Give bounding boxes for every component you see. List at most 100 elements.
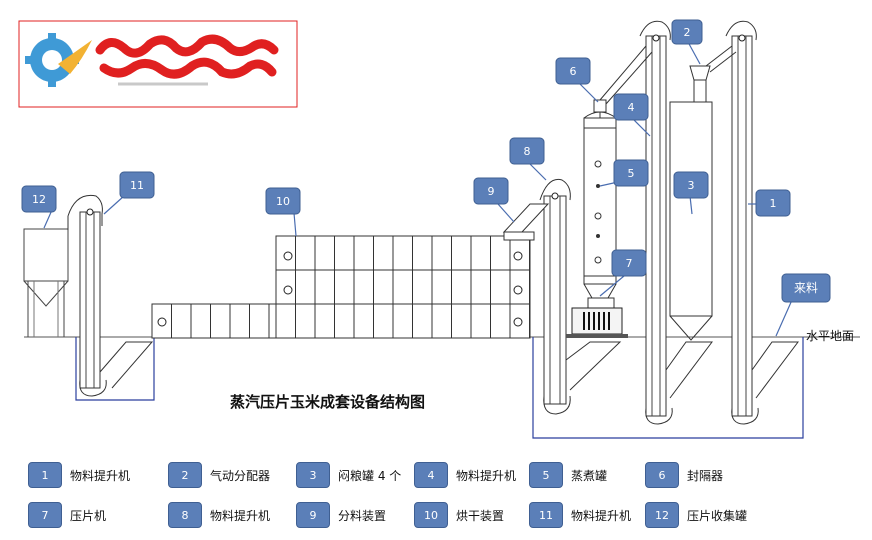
legend-number-badge: 9 xyxy=(296,502,330,528)
callout-badges: 12 11 10 9 8 6 5 7 4 2 3 1 来料 xyxy=(21,19,831,303)
dryer-cell xyxy=(334,303,355,339)
callout-9: 9 xyxy=(488,185,495,198)
dryer-cell xyxy=(392,269,413,305)
dryer-roller xyxy=(513,251,523,261)
callout-leaders xyxy=(43,41,793,337)
elevator-1 xyxy=(705,20,799,425)
callout-3: 3 xyxy=(688,179,695,192)
dryer-cell xyxy=(353,235,374,271)
legend-label: 物料提升机 xyxy=(70,468,131,483)
dryer-cell xyxy=(229,303,250,339)
dryer-cell xyxy=(295,269,316,305)
flake-collection-tank xyxy=(23,228,69,337)
logo-wordmark-graphic xyxy=(95,34,279,86)
legend-number-badge: 1 xyxy=(28,462,62,488)
callout-incoming: 来料 xyxy=(794,281,818,295)
dryer-cell xyxy=(451,269,472,305)
legend-label: 烘干装置 xyxy=(456,508,505,523)
elevator-8 xyxy=(539,178,622,415)
legend-label: 气动分配器 xyxy=(210,468,271,483)
dryer-cell xyxy=(314,235,335,271)
dryer-cell xyxy=(470,303,491,339)
dryer-cell xyxy=(490,303,511,339)
callout-8: 8 xyxy=(524,145,531,158)
dryer-cell xyxy=(431,235,452,271)
dryer-roller xyxy=(157,317,167,327)
legend-label: 物料提升机 xyxy=(210,508,271,523)
callout-5: 5 xyxy=(628,167,635,180)
dryer-cell xyxy=(353,303,374,339)
ground-label: 水平地面 xyxy=(806,329,854,343)
gear-flame-logo-icon xyxy=(25,33,92,87)
legend-number-badge: 2 xyxy=(168,462,202,488)
callout-2: 2 xyxy=(684,26,691,39)
dryer-cell xyxy=(451,235,472,271)
right-pit-outline xyxy=(532,337,804,439)
dryer-cell xyxy=(431,269,452,305)
legend-label: 压片机 xyxy=(70,508,107,523)
legend-item: 10 烘干装置 xyxy=(414,500,504,530)
legend-number-badge: 4 xyxy=(414,462,448,488)
dryer-cell xyxy=(249,303,270,339)
tempering-tank xyxy=(669,101,713,341)
legend-item: 6 封隔器 xyxy=(645,460,723,490)
legend-number-badge: 8 xyxy=(168,502,202,528)
dryer-cell xyxy=(490,269,511,305)
callout-6: 6 xyxy=(570,65,577,78)
legend-item: 11 物料提升机 xyxy=(529,500,631,530)
dryer-cell xyxy=(392,235,413,271)
elevator-4 xyxy=(599,20,713,425)
drying-unit xyxy=(151,235,531,339)
callout-11: 11 xyxy=(130,179,144,192)
logo xyxy=(18,20,298,108)
dryer-cell xyxy=(275,303,296,339)
dryer-cell xyxy=(295,303,316,339)
callout-10: 10 xyxy=(276,195,290,208)
dryer-roller xyxy=(283,285,293,295)
legend-label: 封隔器 xyxy=(687,468,724,483)
legend-item: 4 物料提升机 xyxy=(414,460,516,490)
legend-item: 8 物料提升机 xyxy=(168,500,270,530)
elevator-11 xyxy=(67,194,154,397)
dryer-roller xyxy=(513,285,523,295)
legend-item: 1 物料提升机 xyxy=(28,460,130,490)
legend-label: 物料提升机 xyxy=(456,468,517,483)
dryer-cell xyxy=(314,269,335,305)
dryer-cell xyxy=(353,269,374,305)
dryer-cell xyxy=(171,303,192,339)
dryer-cell xyxy=(470,235,491,271)
dryer-cell xyxy=(412,235,433,271)
dryer-cell xyxy=(490,235,511,271)
dryer-roller xyxy=(283,251,293,261)
legend-number-badge: 6 xyxy=(645,462,679,488)
dryer-cell xyxy=(334,269,355,305)
dryer-cell xyxy=(314,303,335,339)
steam-cooking-tank xyxy=(583,111,617,299)
legend-number-badge: 10 xyxy=(414,502,448,528)
dryer-cell xyxy=(470,269,491,305)
pneumatic-distributor xyxy=(689,65,711,103)
legend-item: 2 气动分配器 xyxy=(168,460,270,490)
callout-12: 12 xyxy=(32,193,46,206)
legend-number-badge: 11 xyxy=(529,502,563,528)
legend-label: 蒸煮罐 xyxy=(571,468,608,483)
legend-label: 物料提升机 xyxy=(571,508,632,523)
left-pit-outline xyxy=(75,337,155,401)
callout-1: 1 xyxy=(770,197,777,210)
dryer-cell xyxy=(373,303,394,339)
legend-label: 分料装置 xyxy=(338,508,387,523)
dryer-cell xyxy=(392,303,413,339)
dryer-cell xyxy=(210,303,231,339)
dryer-cell xyxy=(373,269,394,305)
dryer-cell xyxy=(190,303,211,339)
dryer-cell xyxy=(373,235,394,271)
diagram-title: 蒸汽压片玉米成套设备结构图 xyxy=(230,393,425,411)
callout-7: 7 xyxy=(626,257,633,270)
dryer-cell xyxy=(451,303,472,339)
